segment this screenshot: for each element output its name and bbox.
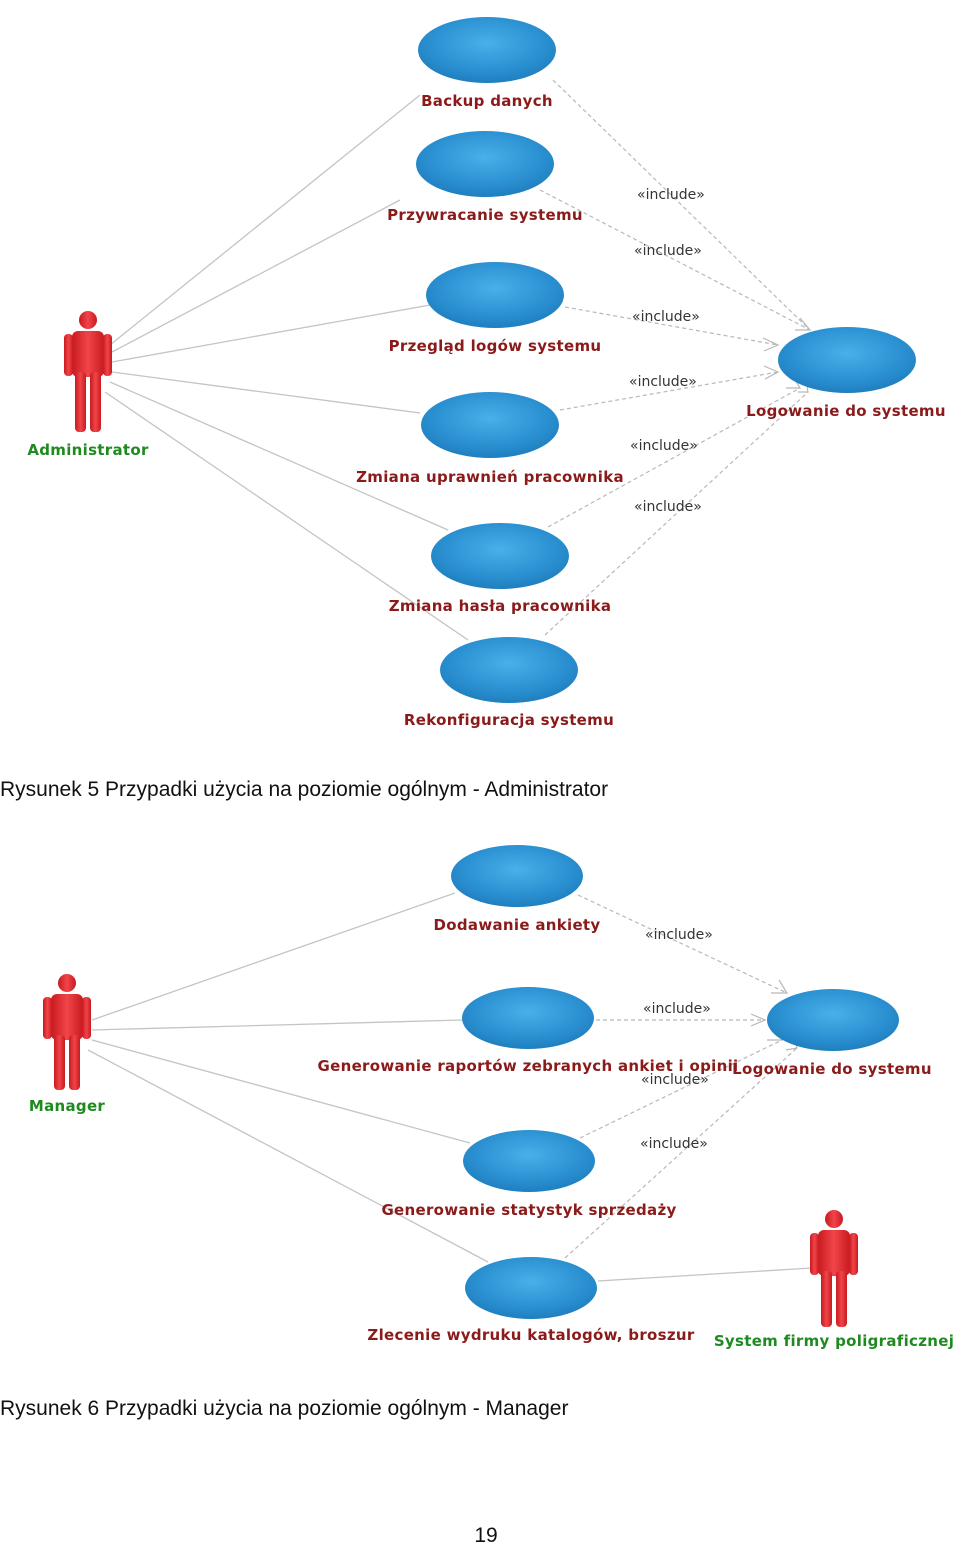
actor-icon bbox=[810, 1210, 858, 1327]
use-case-label: Zmiana hasła pracownika bbox=[389, 597, 612, 615]
use-case-label: Generowanie raportów zebranych ankiet i … bbox=[318, 1057, 739, 1075]
use-case-login[interactable]: Logowanie do systemu bbox=[732, 989, 932, 1078]
use-case-label: Dodawanie ankiety bbox=[434, 916, 601, 934]
use-case-reconfigure[interactable]: Rekonfiguracja systemu bbox=[404, 637, 614, 729]
use-case-sales-stats[interactable]: Generowanie statystyk sprzedaży bbox=[381, 1130, 676, 1219]
use-case-add-survey[interactable]: Dodawanie ankiety bbox=[434, 845, 601, 934]
use-case-label: Generowanie statystyk sprzedaży bbox=[381, 1201, 676, 1219]
include-label: «include» bbox=[637, 187, 705, 203]
use-case-login[interactable]: Logowanie do systemu bbox=[746, 327, 946, 420]
figure-5-diagram: «include» «include» «include» «include» … bbox=[27, 17, 946, 729]
use-case-label: Zmiana uprawnień pracownika bbox=[356, 468, 624, 486]
use-case-label: Rekonfiguracja systemu bbox=[404, 711, 614, 729]
use-case-label: Przegląd logów systemu bbox=[389, 337, 602, 355]
use-case-label: Backup danych bbox=[421, 92, 553, 110]
use-case-restore[interactable]: Przywracanie systemu bbox=[387, 131, 583, 224]
figure-6-caption: Rysunek 6 Przypadki użycia na poziomie o… bbox=[0, 1397, 569, 1420]
include-label: «include» bbox=[641, 1072, 709, 1088]
actor-administrator[interactable]: Administrator bbox=[27, 311, 149, 459]
actor-icon bbox=[64, 311, 112, 432]
actor-label: Administrator bbox=[27, 441, 149, 459]
actor-icon bbox=[43, 974, 91, 1090]
use-case-label: Przywracanie systemu bbox=[387, 206, 583, 224]
include-label: «include» bbox=[630, 438, 698, 454]
admin-associations bbox=[104, 94, 469, 641]
use-case-permissions[interactable]: Zmiana uprawnień pracownika bbox=[356, 392, 624, 486]
manager-include-dependencies bbox=[564, 894, 798, 1259]
use-case-label: Zlecenie wydruku katalogów, broszur bbox=[367, 1326, 694, 1344]
use-case-logs[interactable]: Przegląd logów systemu bbox=[389, 262, 602, 355]
include-label: «include» bbox=[640, 1136, 708, 1152]
manager-include-labels: «include» «include» «include» «include» bbox=[640, 927, 713, 1152]
actor-printing-company[interactable]: System firmy poligraficznej bbox=[714, 1210, 954, 1350]
admin-include-dependencies bbox=[539, 79, 812, 636]
figure-5-caption: Rysunek 5 Przypadki użycia na poziomie o… bbox=[0, 778, 609, 801]
include-label: «include» bbox=[634, 243, 702, 259]
page-number: 19 bbox=[474, 1524, 498, 1547]
actor-label: Manager bbox=[29, 1097, 106, 1115]
actor-manager[interactable]: Manager bbox=[29, 974, 106, 1115]
include-label: «include» bbox=[643, 1001, 711, 1017]
include-label: «include» bbox=[632, 309, 700, 325]
include-label: «include» bbox=[629, 374, 697, 390]
actor-label: System firmy poligraficznej bbox=[714, 1332, 954, 1350]
use-case-reports[interactable]: Generowanie raportów zebranych ankiet i … bbox=[318, 987, 739, 1075]
use-case-password[interactable]: Zmiana hasła pracownika bbox=[389, 523, 612, 615]
use-case-label: Logowanie do systemu bbox=[732, 1060, 932, 1078]
figure-6-diagram: «include» «include» «include» «include» … bbox=[29, 845, 954, 1350]
include-label: «include» bbox=[634, 499, 702, 515]
include-label: «include» bbox=[645, 927, 713, 943]
use-case-print-order[interactable]: Zlecenie wydruku katalogów, broszur bbox=[367, 1257, 695, 1344]
manager-associations bbox=[87, 892, 813, 1282]
use-case-label: Logowanie do systemu bbox=[746, 402, 946, 420]
admin-include-labels: «include» «include» «include» «include» … bbox=[629, 187, 705, 515]
use-case-backup[interactable]: Backup danych bbox=[418, 17, 556, 110]
